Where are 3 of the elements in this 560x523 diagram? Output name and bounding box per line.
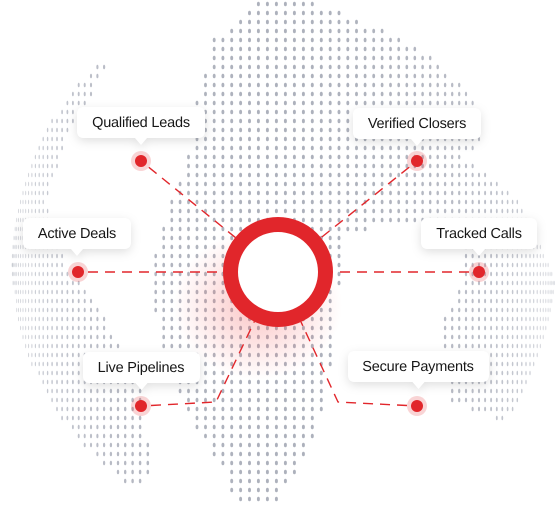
callout-label: Verified Closers (368, 116, 466, 132)
callout-label: Live Pipelines (98, 360, 184, 376)
callout-label: Tracked Calls (436, 226, 522, 242)
